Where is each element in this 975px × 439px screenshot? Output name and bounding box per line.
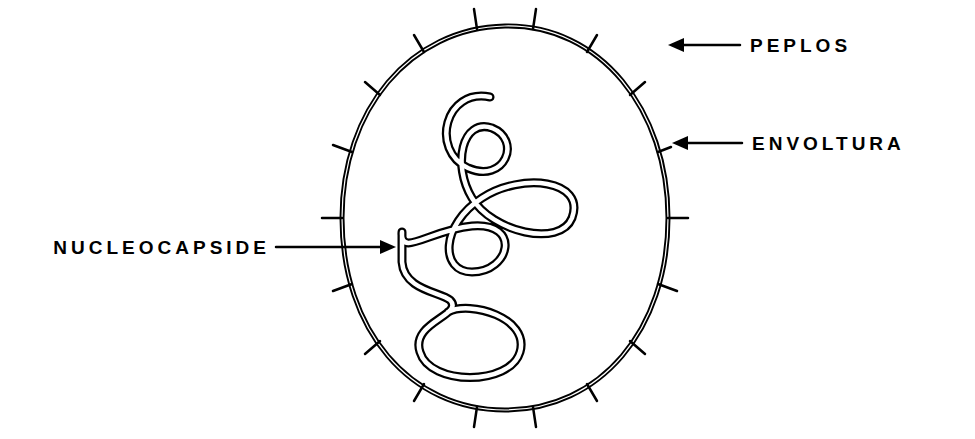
envelope-inner <box>342 26 668 410</box>
part-label: PEPLOS <box>750 36 851 55</box>
part-label: ENVOLTURA <box>752 134 905 153</box>
nucleocapsid-coil <box>402 96 574 377</box>
peplomer-spikes <box>322 9 688 427</box>
envelope-outline <box>342 26 668 410</box>
leader-arrows <box>276 38 742 254</box>
part-label: NUCLEOCAPSIDE <box>53 238 270 257</box>
